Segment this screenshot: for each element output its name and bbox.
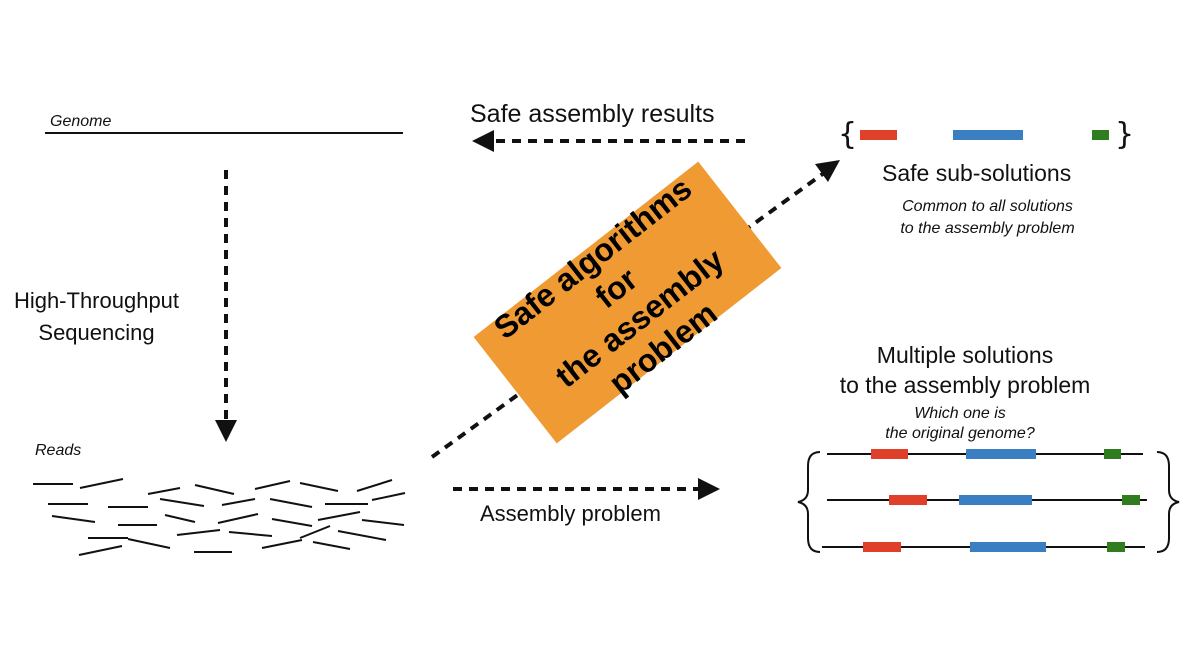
multiple-solutions-line-2: to the assembly problem (839, 372, 1091, 398)
multiple-solutions-line-1: Multiple solutions (876, 342, 1054, 368)
solution-row (827, 495, 1147, 505)
safe-results-label: Safe assembly results (470, 100, 715, 128)
high-throughput-label: High-Throughput Sequencing (0, 285, 193, 349)
solution-row (827, 449, 1143, 459)
left-brace (797, 451, 821, 553)
assembly-problem-arrowhead (698, 478, 720, 500)
sequencing-line: Sequencing (38, 320, 155, 345)
sequencing-arrowhead (215, 420, 237, 442)
safe-algorithm-arrowhead (815, 160, 840, 182)
right-brace (1156, 451, 1180, 553)
genome-label: Genome (50, 113, 112, 130)
which-one-line-1: Which one is (914, 405, 1006, 422)
reads-label: Reads (35, 442, 82, 459)
solution-row (822, 542, 1145, 552)
safe-segment-blue (953, 130, 1023, 140)
common-line-1: Common to all solutions (902, 198, 1073, 215)
common-line-2: to the assembly problem (900, 220, 1075, 237)
which-one-line-2: the original genome? (885, 425, 1035, 442)
safe-segment-red (860, 130, 897, 140)
safe-sub-solutions-title: Safe sub-solutions (882, 160, 1072, 186)
high-throughput-line: High-Throughput (13, 288, 180, 313)
right-curly-brace: } (1115, 117, 1135, 152)
left-curly-brace: { (838, 117, 858, 152)
reads-cluster (33, 478, 406, 556)
assembly-problem-label: Assembly problem (480, 501, 661, 526)
safe-segment-green (1092, 130, 1109, 140)
safe-results-arrowhead (472, 130, 494, 152)
